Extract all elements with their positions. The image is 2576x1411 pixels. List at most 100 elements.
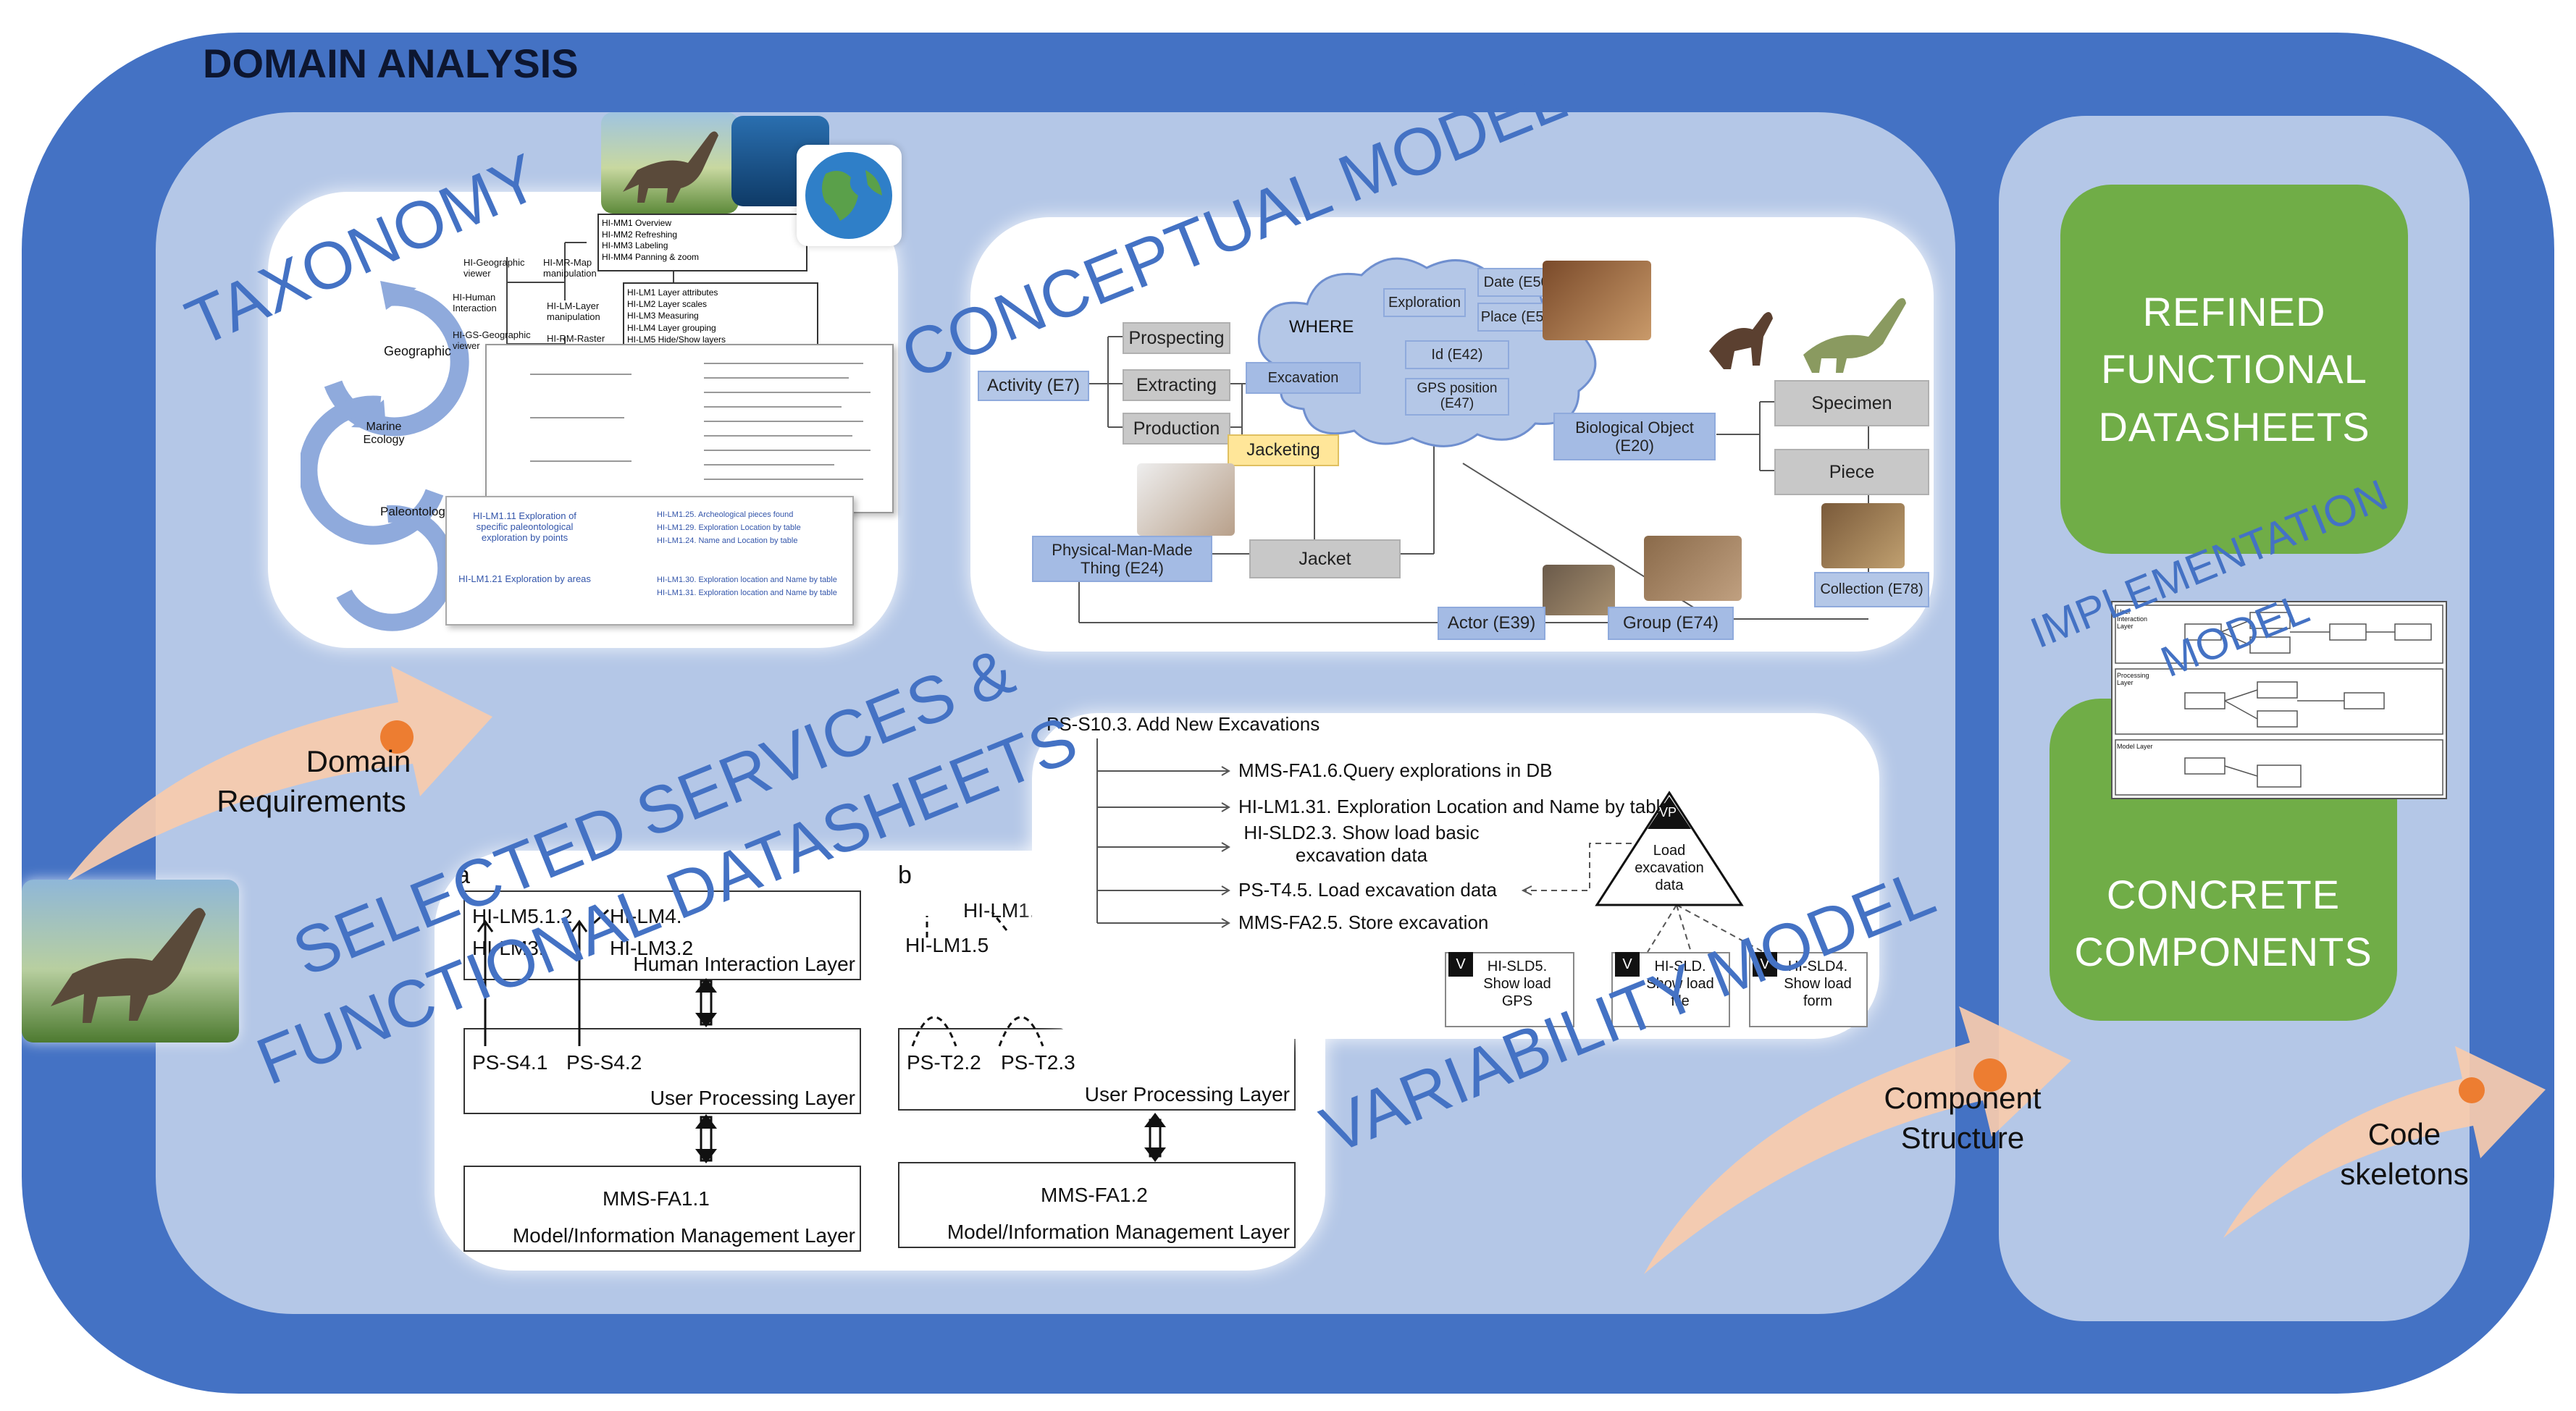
concept-activity: Activity (E7) <box>978 371 1089 401</box>
component-structure-dot <box>1973 1058 2007 1092</box>
globe-icon <box>805 152 892 239</box>
variant-label: HI-SLD4. Show load form <box>1784 959 1852 1009</box>
b-layer-bottom-label: Model/Information Management Layer <box>947 1221 1290 1243</box>
variability-item: HI-SLD2.3. Show load basic excavation da… <box>1243 822 1480 867</box>
concept-jacket: Jacket <box>1249 539 1401 578</box>
excavation-sign-photo <box>1543 261 1651 340</box>
b-top-service: HI-LM1. <box>963 899 1036 922</box>
taxonomy-subitem: HI-LM1.24. Name and Location by table <box>657 536 798 545</box>
tree-node-layer-manipulation: HI-LM-Layer manipulation <box>547 300 600 322</box>
dinosaur-photo-small <box>601 112 739 214</box>
code-skeletons-dot <box>2459 1077 2485 1103</box>
cycle-item-marine: Marine Ecology <box>363 421 405 446</box>
concept-extracting: Extracting <box>1123 369 1230 401</box>
concept-production: Production <box>1123 413 1230 445</box>
list-top-item: HI-MM4 Panning & zoom <box>602 251 700 262</box>
list-mid-item: HI-LM5 Hide/Show layers <box>627 334 726 345</box>
taxonomy-subitem: HI-LM1.31. Exploration location and Name… <box>657 589 837 597</box>
concept-gps: GPS position (E47) <box>1405 378 1509 416</box>
dinosaur-landscape-photo <box>22 880 239 1043</box>
list-mid-item: HI-LM4 Layer grouping <box>627 322 716 333</box>
dinosaur-icon <box>51 908 206 1023</box>
b-bottom-service: MMS-FA1.2 <box>1041 1184 1148 1206</box>
people-photo-1 <box>1543 565 1615 615</box>
domain-analysis-title: DOMAIN ANALYSIS <box>203 41 579 86</box>
code-label-line: skeletons <box>2340 1156 2469 1191</box>
a-layer-top-label: Human Interaction Layer <box>633 953 855 975</box>
taxonomy-document-front: HI-LM1.11 Exploration of specific paleon… <box>445 496 854 626</box>
variability-root: PS-S10.3. Add New Excavations <box>1046 713 1320 735</box>
a-top-service: HI-LM3.2 <box>610 937 694 959</box>
concept-id: Id (E42) <box>1405 340 1509 369</box>
taxonomy-item-areas: HI-LM1.21 Exploration by areas <box>458 573 591 584</box>
jacketing-photo <box>1137 463 1235 536</box>
concept-excavation: Excavation <box>1246 362 1361 394</box>
a-model-layer: MMS-FA1.1 Model/Information Management L… <box>463 1166 861 1252</box>
concept-actor: Actor (E39) <box>1438 607 1545 640</box>
concept-jacketing: Jacketing <box>1228 434 1339 466</box>
b-human-interaction-layer: HI-LM1. HI-LM1.5 <box>898 890 1293 977</box>
variability-item: MMS-FA2.5. Store excavation <box>1238 911 1489 933</box>
concept-specimen: Specimen <box>1774 380 1929 426</box>
taxonomy-list-top: HI-MM1 Overview HI-MM2 Refreshing HI-MM3… <box>597 214 807 271</box>
a-mid-service: PS-S4.1 <box>472 1051 548 1074</box>
domain-label-line: Domain <box>306 744 411 778</box>
diagram-label-a: a <box>456 862 470 889</box>
dinosaur-figures <box>1695 286 1926 380</box>
list-top-item: HI-MM2 Refreshing <box>602 229 678 240</box>
taxonomy-item-points: HI-LM1.11 Exploration of specific paleon… <box>473 510 576 543</box>
cycle-item-geographic: Geographic <box>384 344 452 358</box>
cycle-item-paleontology: Paleontology <box>380 505 452 518</box>
b-model-layer: MMS-FA1.2 Model/Information Management L… <box>898 1162 1296 1248</box>
component-structure-arrow <box>1644 1006 2071 1274</box>
a-mid-service: PS-S4.2 <box>566 1051 642 1074</box>
variability-item: MMS-FA1.6.Query explorations in DB <box>1238 759 1553 781</box>
tree-node-geographic-viewer: HI-Geographic viewer <box>463 257 525 279</box>
tree-node-human-interaction: HI-Human Interaction <box>453 292 497 313</box>
code-skeletons-label: Code skeletons <box>2288 1115 2520 1194</box>
list-top-item: HI-MM1 Overview <box>602 218 672 228</box>
domain-requirements-arrow <box>65 666 492 883</box>
b-mid-service: PS-T2.3 <box>1001 1051 1075 1074</box>
b-layer-mid-label: User Processing Layer <box>1084 1083 1290 1105</box>
taxonomy-cycle-diagram <box>301 281 469 631</box>
refined-line: REFINED <box>2142 288 2326 334</box>
component-label-line: Component <box>1884 1081 2042 1115</box>
a-arrows <box>477 909 717 1163</box>
variability-tree-lines <box>1096 738 1764 953</box>
a-user-processing-layer: PS-S4.1 PS-S4.2 User Processing Layer <box>463 1028 861 1114</box>
refined-line: DATASHEETS <box>2098 403 2370 450</box>
variant-label: HI-SLD5. Show load GPS <box>1483 959 1551 1009</box>
domain-label-line: Requirements <box>217 783 406 818</box>
domain-requirements-dot <box>380 720 414 754</box>
concrete-line: COMPONENTS <box>2074 929 2372 975</box>
concept-collection: Collection (E78) <box>1814 572 1929 607</box>
taxonomy-subitem: HI-LM1.29. Exploration Location by table <box>657 523 801 532</box>
variant-tag: V <box>1615 952 1640 977</box>
list-mid-item: HI-LM1 Layer attributes <box>627 287 718 298</box>
tree-node-map-manipulation: HI-MR-Map manipulation <box>543 257 597 279</box>
vp-label: Load excavation data <box>1635 843 1704 893</box>
impl-layer-label: Processing Layer <box>2117 672 2149 686</box>
globe-photo <box>797 145 902 246</box>
a-bottom-service: MMS-FA1.1 <box>603 1187 710 1210</box>
b-top-service: HI-LM1.5 <box>905 934 989 956</box>
variant-tag: V <box>1448 952 1473 977</box>
b-arrows <box>911 911 1166 1162</box>
concept-physical: Physical-Man-Made Thing (E24) <box>1032 536 1212 582</box>
impl-layer-label: Model Layer <box>2117 743 2153 750</box>
taxonomy-subitem: HI-LM1.30. Exploration location and Name… <box>657 576 837 584</box>
component-structure-label: Component Structure <box>1847 1079 2078 1158</box>
diagram-label-b: b <box>898 862 912 889</box>
implementation-layers <box>2115 605 2443 796</box>
conceptual-model-panel: Prospecting Extracting Production Activi… <box>970 217 1934 652</box>
a-layer-bottom-label: Model/Information Management Layer <box>512 1224 855 1247</box>
implementation-model-diagram: User Interaction Layer Processing Layer … <box>2111 601 2447 799</box>
concept-bio: Biological Object (E20) <box>1553 413 1716 460</box>
variant-tag: V <box>1753 952 1777 977</box>
variability-item: HI-LM1.31. Exploration Location and Name… <box>1238 796 1671 817</box>
taxonomy-panel: Geographic Marine Ecology Paleontology H… <box>268 192 898 648</box>
people-photo-2 <box>1644 536 1742 601</box>
a-human-interaction-layer: HI-LM5.1.2 HI-LM4. HI-LM3. HI-LM3.2 Huma… <box>463 890 861 980</box>
